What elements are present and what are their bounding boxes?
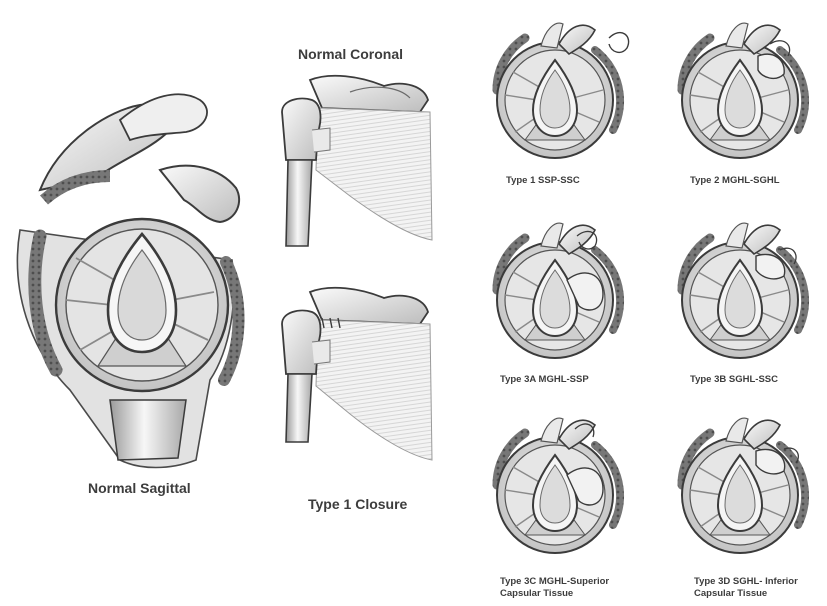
type1-closure-figure bbox=[282, 288, 432, 460]
panel-type3d-line1: Type 3D SGHL- Inferior bbox=[694, 576, 798, 588]
panel-type3b-caption: Type 3B SGHL-SSC bbox=[690, 374, 778, 386]
panel-type1-caption: Type 1 SSP-SSC bbox=[506, 175, 580, 187]
panel-type3d bbox=[682, 418, 805, 553]
panel-type3b bbox=[682, 223, 805, 358]
normal-sagittal-figure bbox=[17, 94, 239, 467]
panel-type3d-caption: Type 3D SGHL- Inferior Capsular Tissue bbox=[694, 576, 798, 600]
panel-type3b-line1: Type 3B SGHL-SSC bbox=[690, 374, 778, 386]
panel-type2 bbox=[682, 23, 805, 158]
normal-coronal-caption: Normal Coronal bbox=[298, 46, 403, 62]
panel-type3a-line1: Type 3A MGHL-SSP bbox=[500, 374, 589, 386]
panel-type3c-caption: Type 3C MGHL-Superior Capsular Tissue bbox=[500, 576, 609, 600]
panel-type1-line1: Type 1 SSP-SSC bbox=[506, 175, 580, 187]
panel-type3d-line2: Capsular Tissue bbox=[694, 588, 798, 600]
normal-coronal-figure bbox=[282, 76, 432, 246]
normal-sagittal-caption: Normal Sagittal bbox=[88, 480, 191, 496]
panel-type3a-caption: Type 3A MGHL-SSP bbox=[500, 374, 589, 386]
panel-type2-line1: Type 2 MGHL-SGHL bbox=[690, 175, 780, 187]
panel-type3c-line1: Type 3C MGHL-Superior bbox=[500, 576, 609, 588]
panel-type3c-line2: Capsular Tissue bbox=[500, 588, 609, 600]
panel-type1 bbox=[497, 23, 629, 158]
panel-type3a bbox=[497, 223, 620, 358]
type1-closure-caption: Type 1 Closure bbox=[308, 496, 407, 512]
panel-type3c bbox=[497, 418, 620, 553]
suture-loop bbox=[609, 33, 629, 53]
panel-type2-caption: Type 2 MGHL-SGHL bbox=[690, 175, 780, 187]
